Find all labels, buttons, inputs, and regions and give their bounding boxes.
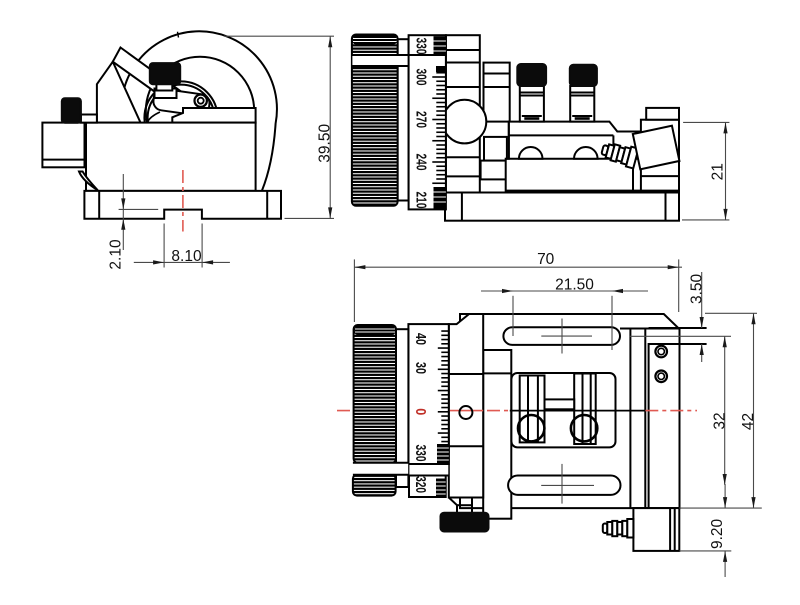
svg-text:330: 330 bbox=[412, 445, 428, 462]
svg-text:3.50: 3.50 bbox=[688, 273, 705, 304]
svg-text:330: 330 bbox=[413, 38, 429, 55]
svg-text:21.50: 21.50 bbox=[555, 276, 594, 293]
svg-text:2.10: 2.10 bbox=[108, 239, 125, 270]
svg-text:70: 70 bbox=[537, 251, 555, 268]
svg-text:39.50: 39.50 bbox=[316, 124, 333, 163]
svg-text:320: 320 bbox=[412, 476, 428, 493]
svg-text:270: 270 bbox=[413, 111, 429, 128]
svg-text:30: 30 bbox=[412, 362, 428, 374]
svg-text:42: 42 bbox=[740, 413, 757, 430]
svg-text:8.10: 8.10 bbox=[171, 248, 202, 265]
svg-text:0: 0 bbox=[412, 408, 428, 415]
svg-text:300: 300 bbox=[413, 69, 429, 86]
svg-text:210: 210 bbox=[413, 192, 429, 209]
svg-text:240: 240 bbox=[413, 154, 429, 171]
svg-text:9.20: 9.20 bbox=[709, 518, 726, 549]
svg-text:32: 32 bbox=[711, 412, 728, 429]
svg-text:21: 21 bbox=[710, 163, 727, 180]
svg-text:40: 40 bbox=[412, 333, 428, 345]
